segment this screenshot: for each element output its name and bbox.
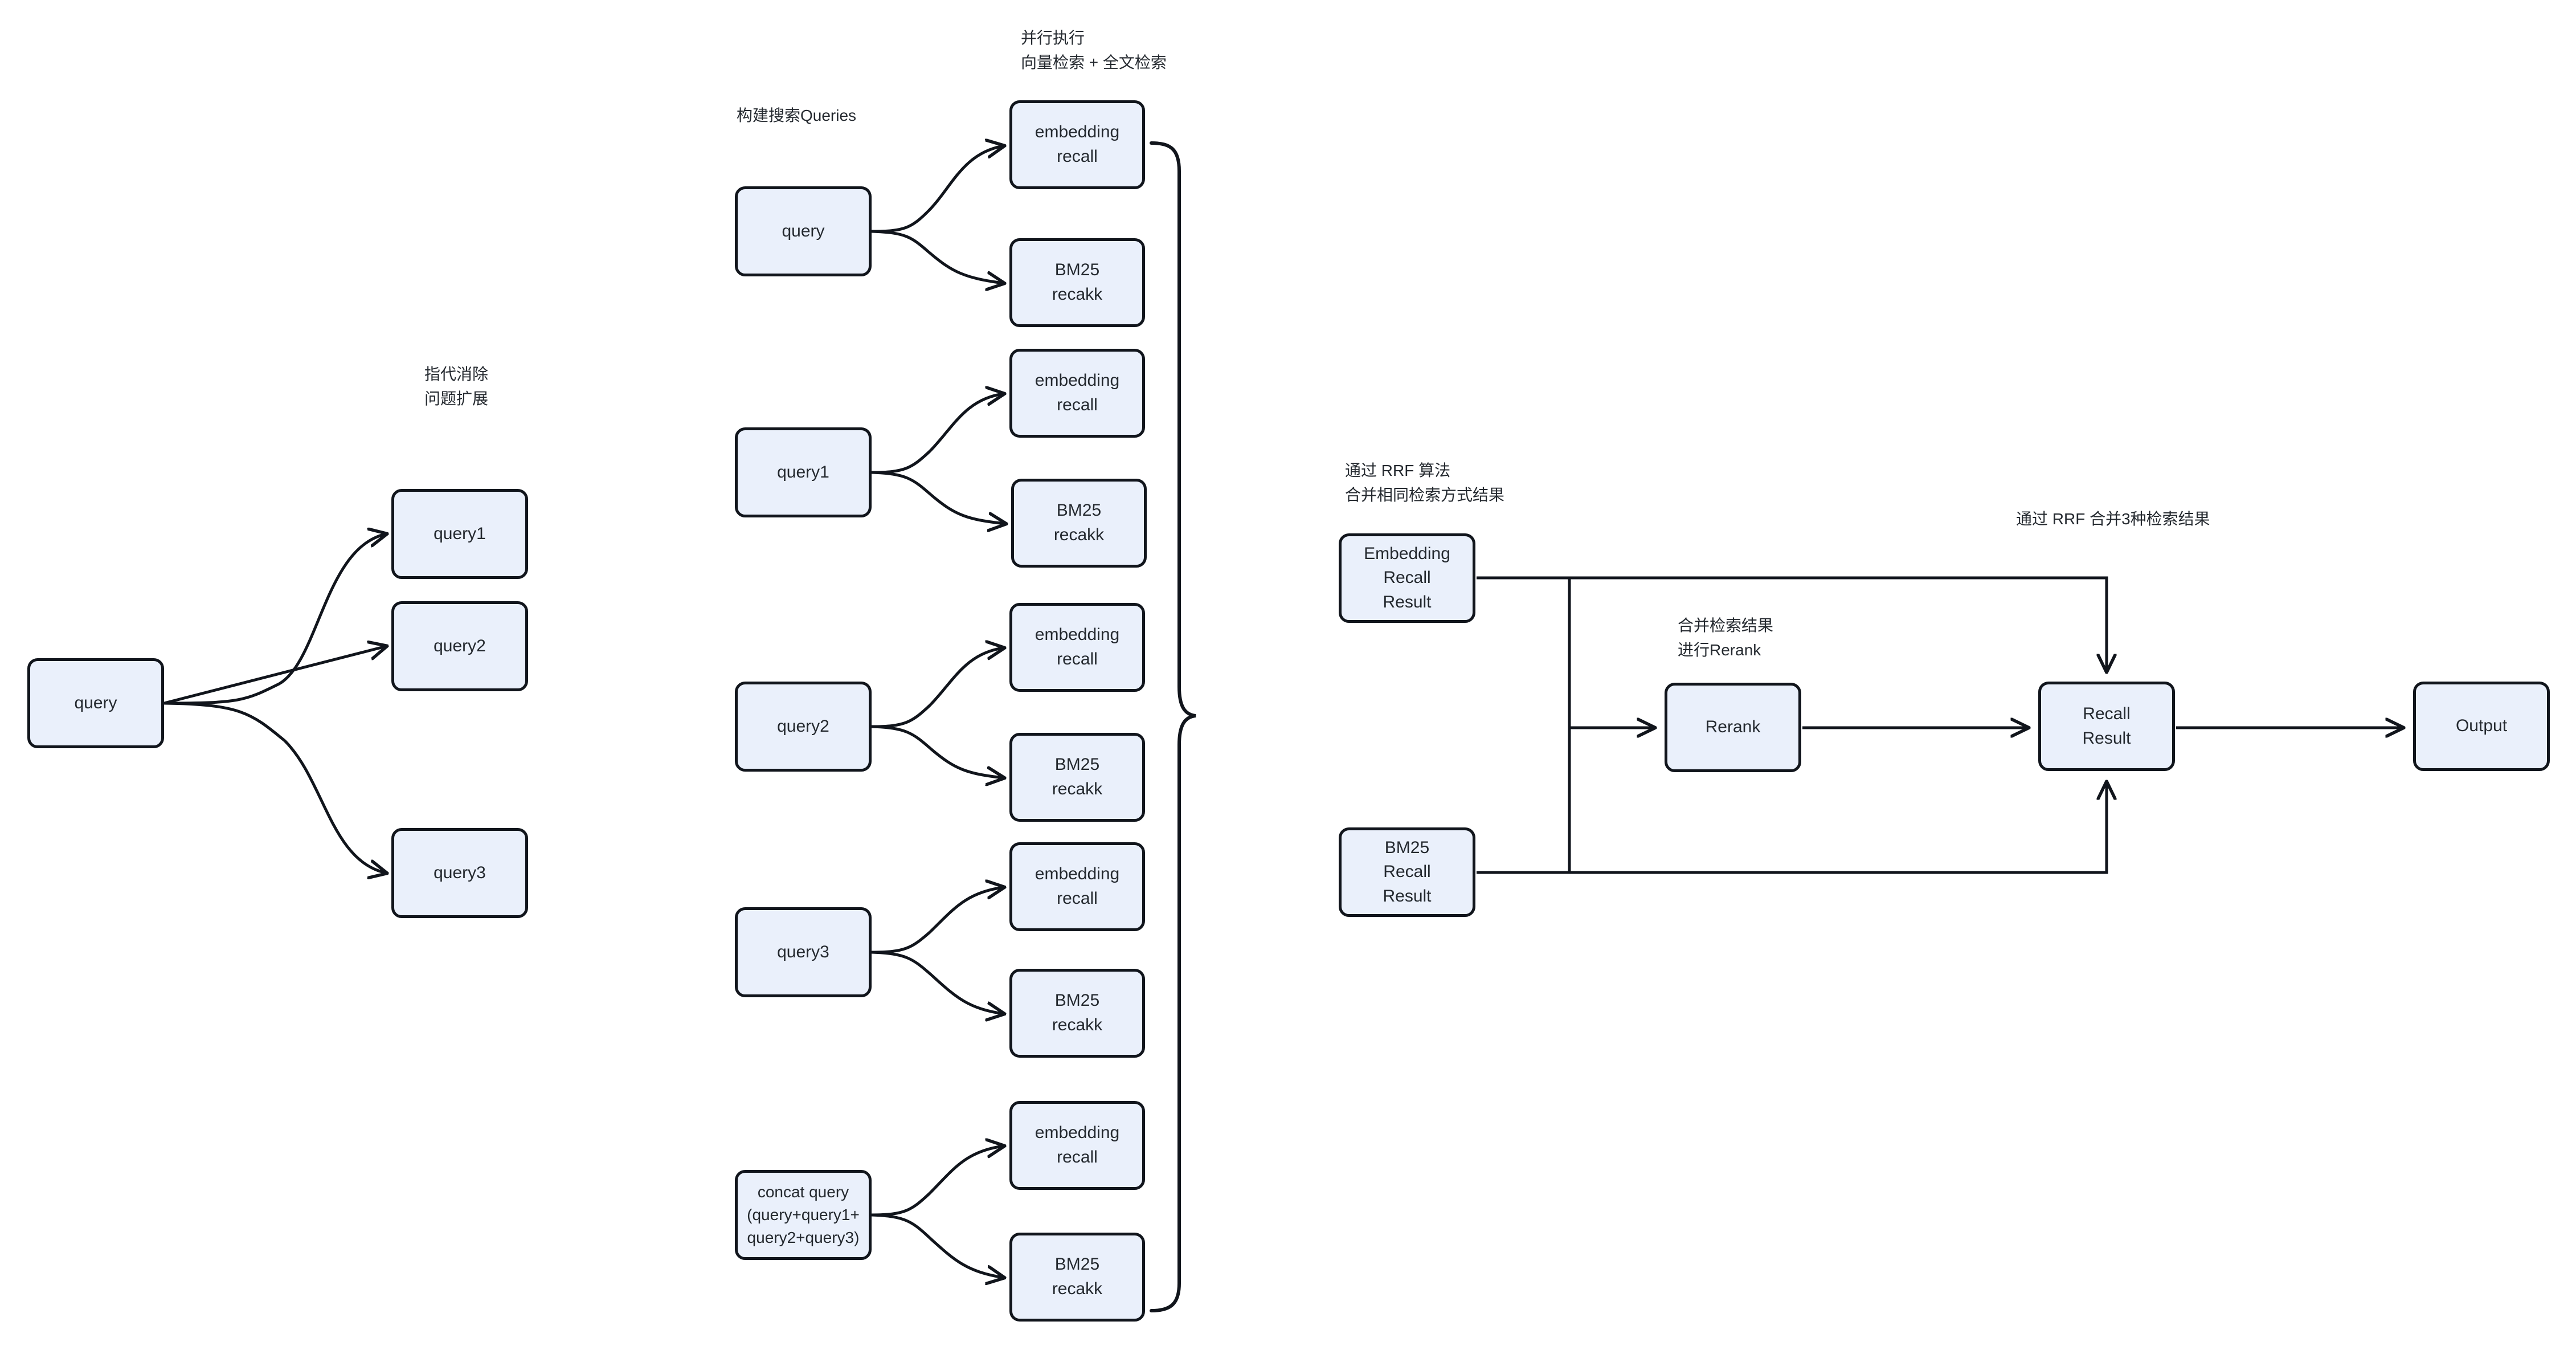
edge-c2query-to-bm25 xyxy=(871,230,1004,283)
edge-c2concat-to-bm25 xyxy=(871,1213,1004,1278)
edge-group-query-fanout xyxy=(871,146,1004,283)
node-query3[interactable]: query3 xyxy=(391,828,528,918)
node-c2-query2-embedding-recall[interactable]: embedding recall xyxy=(1009,603,1145,692)
edge-c2concat-to-emb xyxy=(871,1146,1004,1217)
node-recall-result[interactable]: Recall Result xyxy=(2038,682,2175,771)
node-bm25-recall-result[interactable]: BM25 Recall Result xyxy=(1339,827,1475,917)
node-c2-query2-bm25-recall[interactable]: BM25 recakk xyxy=(1009,733,1145,822)
edge-embresult-to-recallresult xyxy=(1477,576,2107,671)
annotation-query-rewrite: 指代消除 问题扩展 xyxy=(424,365,489,407)
edge-query-to-query1 xyxy=(163,534,386,705)
annotation-parallel-execution: 并行执行 向量检索 + 全文检索 xyxy=(1021,29,1167,71)
node-c2-query3[interactable]: query3 xyxy=(735,907,872,997)
node-c2-query1-embedding-recall[interactable]: embedding recall xyxy=(1009,349,1145,438)
edge-c2query3-to-bm25 xyxy=(871,951,1004,1014)
edge-bm25result-to-recallresult xyxy=(1477,782,2107,874)
node-query-source[interactable]: query xyxy=(27,658,164,748)
edge-c2query-to-emb xyxy=(871,146,1004,233)
node-output[interactable]: Output xyxy=(2413,682,2550,771)
node-c2-concat-embedding-recall[interactable]: embedding recall xyxy=(1009,1101,1145,1190)
node-c2-query3-embedding-recall[interactable]: embedding recall xyxy=(1009,842,1145,931)
edge-group-query2-fanout xyxy=(871,648,1004,778)
node-rerank[interactable]: Rerank xyxy=(1665,683,1801,772)
edge-group-query1-fanout xyxy=(871,394,1005,524)
edge-c2query2-to-bm25 xyxy=(871,725,1004,778)
annotation-build-queries: 构建搜索Queries xyxy=(737,107,857,124)
edge-c2query1-to-emb xyxy=(871,394,1004,474)
edge-group-rrf xyxy=(1477,576,2403,874)
edge-group-concat-fanout xyxy=(871,1146,1004,1278)
edge-c2query2-to-emb xyxy=(871,648,1004,728)
edge-group-query3-fanout xyxy=(871,887,1004,1014)
annotation-rrf-same-method: 通过 RRF 算法 合并相同检索方式结果 xyxy=(1345,462,1505,504)
node-c2-query-embedding-recall[interactable]: embedding recall xyxy=(1009,100,1145,189)
node-query1[interactable]: query1 xyxy=(391,489,528,579)
edge-group-query-expansion xyxy=(163,534,386,873)
node-c2-query-bm25-recall[interactable]: BM25 recakk xyxy=(1009,238,1145,327)
node-c2-query3-bm25-recall[interactable]: BM25 recakk xyxy=(1009,969,1145,1058)
edge-query-to-query2 xyxy=(163,646,386,705)
edge-query-to-query3 xyxy=(163,702,386,873)
edge-c2query1-to-bm25 xyxy=(871,471,1005,524)
edge-c2query3-to-emb xyxy=(871,887,1004,954)
node-c2-query2[interactable]: query2 xyxy=(735,682,872,772)
node-query2[interactable]: query2 xyxy=(391,601,528,691)
annotation-rrf-three-results: 通过 RRF 合并3种检索结果 xyxy=(2016,510,2210,528)
node-c2-query1[interactable]: query1 xyxy=(735,427,872,517)
node-embedding-recall-result[interactable]: Embedding Recall Result xyxy=(1339,533,1475,623)
node-c2-query1-bm25-recall[interactable]: BM25 recakk xyxy=(1011,479,1147,568)
annotation-merge-rerank: 合并检索结果 进行Rerank xyxy=(1678,617,1774,659)
node-c2-query[interactable]: query xyxy=(735,186,872,276)
node-c2-concat-bm25-recall[interactable]: BM25 recakk xyxy=(1009,1233,1145,1322)
node-c2-concat-query[interactable]: concat query (query+query1+ query2+query… xyxy=(735,1170,872,1260)
collector-brace xyxy=(1150,141,1196,1312)
